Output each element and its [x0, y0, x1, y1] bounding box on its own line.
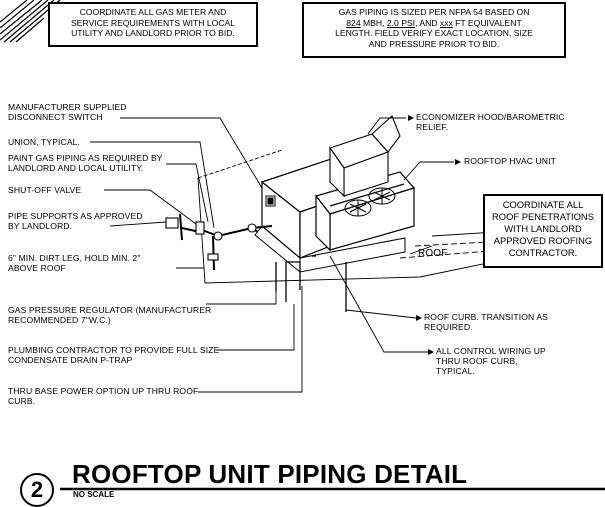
label-thru-base-power: THRU BASE POWER OPTION UP THRU ROOF CURB… — [8, 386, 198, 406]
disconnect-switch — [265, 195, 276, 207]
rooftop-hvac-unit — [260, 155, 416, 260]
label-line: MANUFACTURER SUPPLIED — [8, 102, 127, 112]
note-line: LENGTH. FIELD VERIFY EXACT LOCATION, SIZ… — [335, 28, 533, 38]
label-line: REQUIRED. — [424, 322, 473, 332]
label-line: PLUMBING CONTRACTOR TO PROVIDE FULL SIZE — [8, 345, 220, 355]
label-line: BY LANDLORD. — [8, 221, 73, 231]
note-line: WITH LANDLORD — [504, 223, 582, 234]
note-box-gas-meter: COORDINATE ALL GAS METER AND SERVICE REQ… — [48, 2, 258, 47]
hatched-wall — [0, 0, 61, 43]
label-line: 6" MIN. DIRT LEG, HOLD MIN. 2" — [8, 253, 141, 263]
label-line: PIPE SUPPORTS AS APPROVED — [8, 211, 143, 221]
note-line: UTILITY AND LANDLORD PRIOR TO BID. — [71, 28, 235, 38]
label-economizer-hood: ECONOMIZER HOOD/BAROMETRIC RELIEF. — [416, 112, 565, 132]
label-shutoff-valve: SHUT-OFF VALVE — [8, 185, 82, 195]
label-line: GAS PRESSURE REGULATOR (MANUFACTURER — [8, 305, 212, 315]
length-value: xxx — [439, 17, 453, 28]
label-line: RELIEF. — [416, 122, 449, 132]
label-dirt-leg: 6" MIN. DIRT LEG, HOLD MIN. 2" ABOVE ROO… — [8, 253, 140, 273]
detail-number: 2 — [30, 477, 44, 502]
length-suffix: FT EQUIVALENT — [452, 17, 522, 28]
label-disconnect-switch: MANUFACTURER SUPPLIED DISCONNECT SWITCH — [8, 102, 127, 122]
label-line: THRU ROOF CURB, — [436, 356, 518, 366]
scale-note: NO SCALE — [73, 490, 115, 499]
psi-suffix: , AND — [415, 17, 440, 28]
note-line: COORDINATE ALL GAS METER AND — [79, 7, 227, 17]
label-union: UNION, TYPICAL. — [8, 137, 81, 147]
label-line: PAINT GAS PIPING AS REQUIRED BY — [8, 153, 163, 163]
gas-fittings — [165, 217, 257, 261]
label-rooftop-hvac-unit: ROOFTOP HVAC UNIT — [464, 156, 556, 166]
label-control-wiring: ALL CONTROL WIRING UP THRU ROOF CURB, TY… — [436, 346, 546, 376]
label-gas-pressure-regulator: GAS PRESSURE REGULATOR (MANUFACTURER REC… — [8, 305, 211, 325]
label-line: CONDENSATE DRAIN P-TRAP — [8, 355, 133, 365]
mbh-suffix: MBH, — [360, 17, 387, 28]
label-line: ABOVE ROOF — [8, 263, 66, 273]
label-condensate-drain: PLUMBING CONTRACTOR TO PROVIDE FULL SIZE… — [8, 345, 219, 365]
note-line: 824 MBH, 2.0 PSI, AND xxx FT EQUIVALENT — [308, 18, 560, 29]
label-line: DISCONNECT SWITCH — [8, 112, 103, 122]
label-pipe-supports: PIPE SUPPORTS AS APPROVED BY LANDLORD. — [8, 211, 143, 231]
condensate-piping — [275, 255, 347, 312]
label-roof-curb: ROOF CURB. TRANSITION AS REQUIRED. — [424, 312, 548, 332]
leader-lines — [90, 117, 454, 393]
label-line: THRU BASE POWER OPTION UP THRU ROOF — [8, 386, 199, 396]
label-line: LANDLORD AND LOCAL UTILITY. — [8, 163, 144, 173]
note-line: APPROVED ROOFING — [493, 235, 593, 246]
label-line: ALL CONTROL WIRING UP — [436, 346, 546, 356]
label-line: TYPICAL. — [436, 366, 476, 376]
leader-arrows — [408, 115, 461, 355]
label-line: ECONOMIZER HOOD/BAROMETRIC — [416, 112, 565, 122]
label-paint-gas-piping: PAINT GAS PIPING AS REQUIRED BY LANDLORD… — [8, 153, 163, 173]
note-box-gas-sizing: GAS PIPING IS SIZED PER NFPA 54 BASED ON… — [302, 2, 566, 58]
mbh-value: 824 — [346, 17, 361, 28]
detail-number-circle — [20, 473, 54, 507]
note-line: GAS PIPING IS SIZED PER NFPA 54 BASED ON — [338, 7, 530, 17]
note-line: SERVICE REQUIREMENTS WITH LOCAL — [70, 17, 236, 28]
detail-title: ROOFTOP UNIT PIPING DETAIL — [72, 459, 468, 489]
label-line: RECOMMENDED 7"W.C.) — [8, 315, 111, 325]
note-line: COORDINATE ALL — [502, 199, 584, 210]
note-box-roof-penetrations: COORDINATE ALL ROOF PENETRATIONS WITH LA… — [483, 194, 603, 268]
psi-value: 2.0 PSI — [386, 17, 416, 28]
label-line: CURB. — [8, 396, 36, 406]
note-line: AND PRESSURE PRIOR TO BID. — [368, 38, 500, 49]
label-roof: ROOF — [418, 248, 448, 259]
label-line: ROOF CURB. TRANSITION AS — [424, 312, 549, 322]
note-line: ROOF PENETRATIONS — [492, 211, 594, 222]
condenser-fans — [344, 187, 396, 217]
note-line: CONTRACTOR. — [508, 247, 578, 258]
economizer-hood — [329, 115, 401, 198]
